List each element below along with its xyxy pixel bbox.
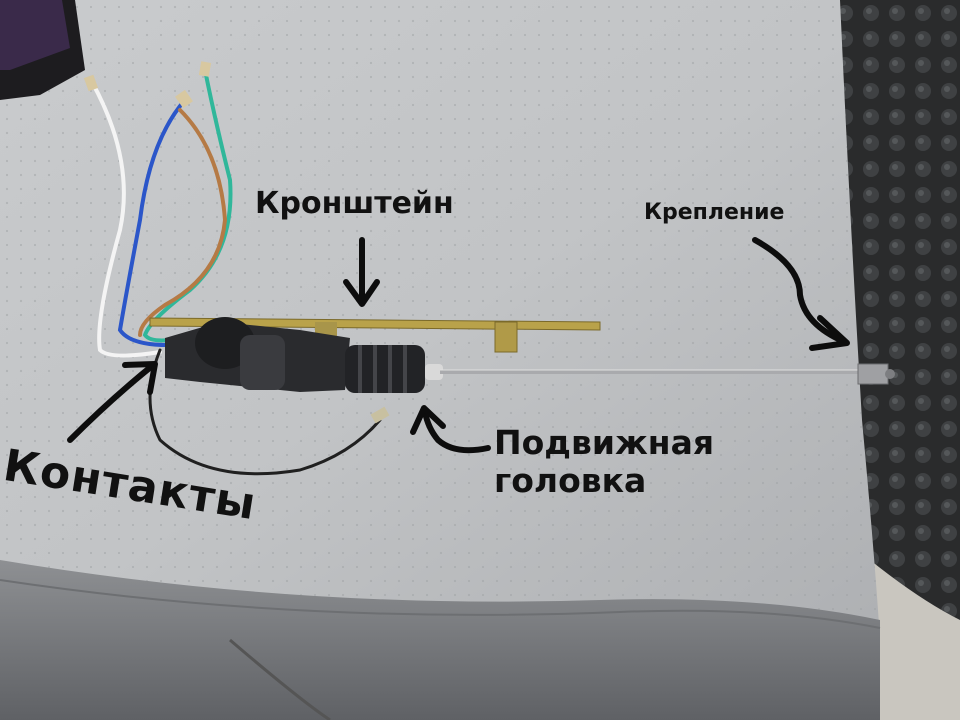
mount-label: Крепление: [644, 200, 785, 225]
seat-seam-2: [0, 579, 881, 629]
moving-head-label-line1: Подвижная: [494, 423, 715, 462]
arrow-bracket: [343, 237, 380, 307]
seat-seam: [229, 638, 331, 720]
moving-head-label-line2: головка: [494, 461, 647, 500]
mat-edge: [870, 560, 960, 720]
purple-object: [0, 0, 70, 70]
arrow-moving-head: [410, 405, 491, 454]
seat-perforation: [0, 0, 880, 640]
arrow-contacts: [67, 361, 158, 443]
moving-head-label: Подвижная головка: [494, 424, 714, 500]
arrow-mount: [752, 237, 850, 351]
bracket-label: Кронштейн: [255, 186, 454, 221]
rubber-boot: [345, 345, 425, 393]
seat-bolster: [0, 560, 880, 720]
actuator: [165, 317, 443, 393]
annotation-arrows: [67, 237, 850, 454]
wires: [83, 61, 390, 476]
rod: [440, 363, 895, 385]
